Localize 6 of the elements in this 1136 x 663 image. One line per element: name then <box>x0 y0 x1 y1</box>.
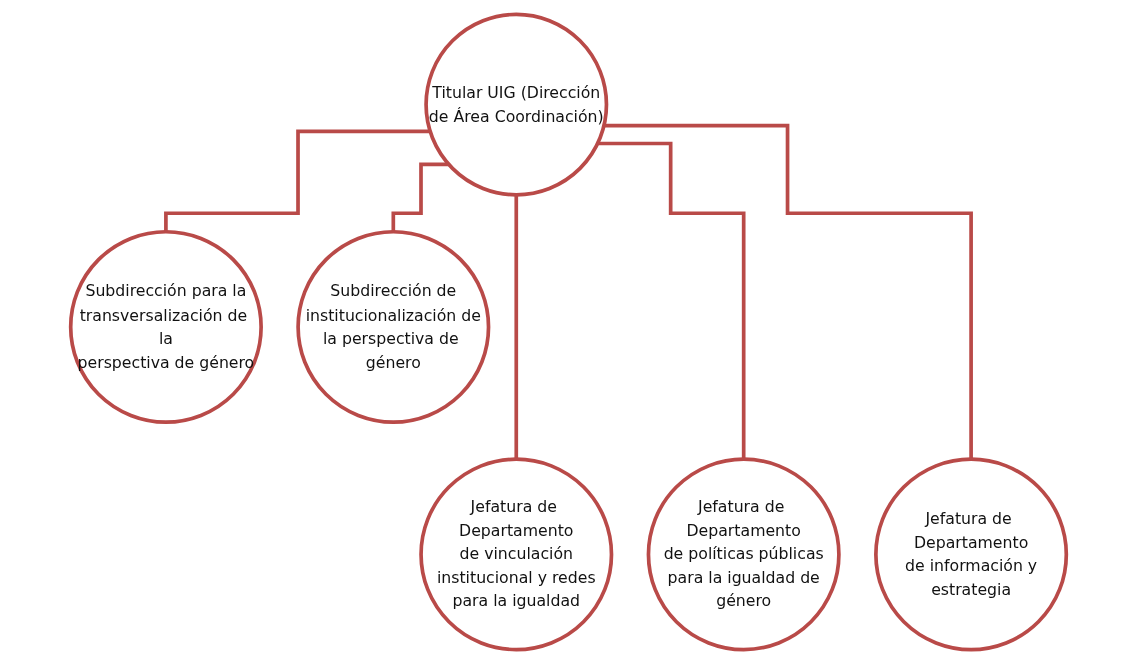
node-circle: Subdirección de institucionalización de la perspectiva de género <box>295 229 490 424</box>
node-circle: Subdirección para la transversalización de la perspectiva de género <box>68 229 263 424</box>
node-circle: Jefatura de Departamento de vinculación institucional y redes para la igualdad <box>418 456 613 651</box>
node-circle: Titular UIG (Dirección de Área Coordinación) <box>423 12 608 197</box>
node-circle: Jefatura de Departamento de información y estrategia <box>873 456 1068 651</box>
node-circle: Jefatura de Departamento de políticas públicas para la igualdad de género <box>646 456 841 651</box>
